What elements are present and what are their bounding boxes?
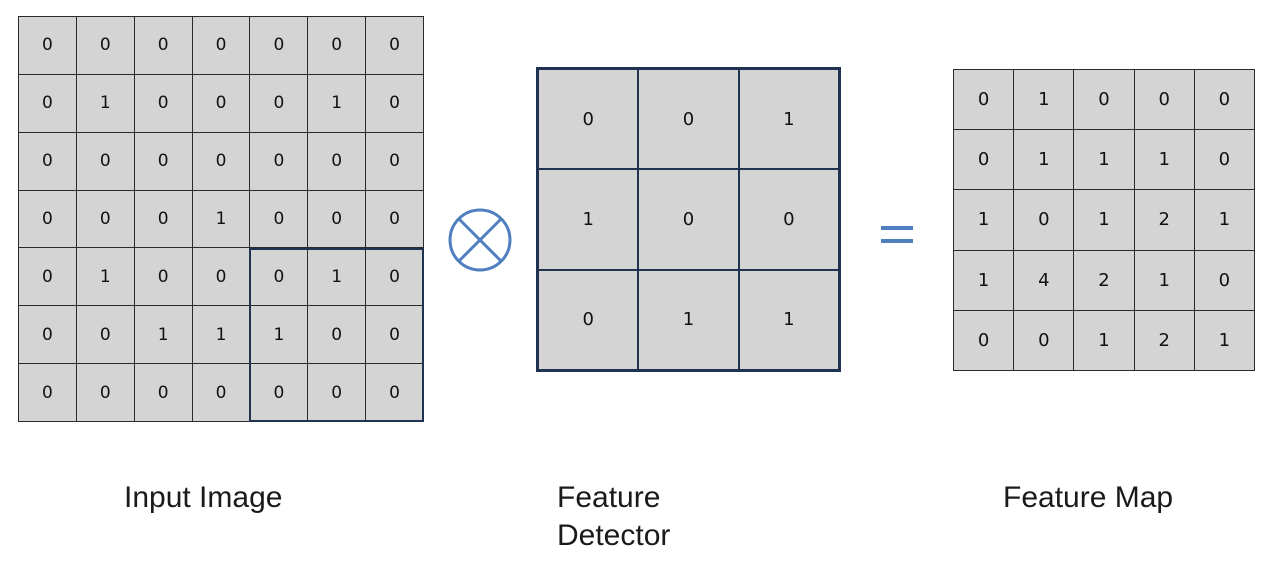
- input-image-cell: 0: [250, 74, 309, 133]
- feature-detector-cell: 0: [539, 270, 640, 371]
- input-image-cell: 0: [308, 364, 367, 422]
- input-image-cell: 0: [250, 190, 309, 249]
- feature-map-cell: 1: [1074, 130, 1135, 191]
- feature-detector-cell: 0: [739, 170, 840, 271]
- input-image-cell: 0: [308, 190, 367, 249]
- feature-map-cell: 0: [954, 310, 1015, 371]
- input-image-cell: 0: [134, 74, 193, 133]
- feature-map-cell: 4: [1014, 250, 1075, 311]
- input-image-cell: 1: [76, 248, 135, 307]
- circled-times-icon: [448, 208, 512, 272]
- input-image-cell: 0: [366, 74, 424, 133]
- feature-map-cell: 0: [1074, 70, 1135, 131]
- input-image-cell: 0: [250, 132, 309, 191]
- input-image-cell: 0: [19, 364, 77, 422]
- input-image-cell: 0: [192, 132, 251, 191]
- feature-map-cell: 2: [1134, 310, 1195, 371]
- input-image-cell: 0: [134, 364, 193, 422]
- input-image-cell: 0: [250, 364, 309, 422]
- feature-detector-cell: 0: [639, 170, 740, 271]
- feature-map-cell: 0: [954, 130, 1015, 191]
- feature-map-cell: 0: [1194, 130, 1255, 191]
- input-image-cell: 1: [134, 306, 193, 365]
- feature-detector-cell: 1: [739, 70, 840, 171]
- input-image-cell: 0: [192, 74, 251, 133]
- input-image-cell: 0: [366, 306, 424, 365]
- input-image-cell: 0: [308, 17, 367, 75]
- feature-map-cell: 1: [1074, 190, 1135, 251]
- equals-icon: [881, 226, 913, 243]
- feature-map-cell: 1: [1074, 310, 1135, 371]
- input-image-cell: 0: [192, 248, 251, 307]
- feature-map-cell: 1: [1194, 190, 1255, 251]
- input-image-cell: 0: [308, 306, 367, 365]
- input-image-cell: 0: [134, 190, 193, 249]
- feature-detector-cell: 1: [739, 270, 840, 371]
- feature-map-cell: 2: [1134, 190, 1195, 251]
- input-image-cell: 0: [250, 17, 309, 75]
- feature-map-cell: 1: [1194, 310, 1255, 371]
- input-image-cell: 0: [76, 190, 135, 249]
- feature-map-cell: 1: [954, 190, 1015, 251]
- feature-map-cell: 0: [1134, 70, 1195, 131]
- feature-detector-caption: Feature Detector: [557, 479, 670, 555]
- feature-detector-cell: 1: [639, 270, 740, 371]
- feature-map-cell: 1: [1134, 130, 1195, 191]
- input-image-cell: 0: [192, 17, 251, 75]
- input-image-cell: 0: [76, 132, 135, 191]
- feature-map-cell: 2: [1074, 250, 1135, 311]
- feature-map-cell: 0: [1194, 70, 1255, 131]
- input-image-cell: 1: [192, 190, 251, 249]
- feature-detector-caption-line2: Detector: [557, 519, 671, 552]
- feature-map-cell: 1: [954, 250, 1015, 311]
- input-image-cell: 0: [134, 132, 193, 191]
- feature-detector-cell: 0: [639, 70, 740, 171]
- input-image-cell: 0: [19, 248, 77, 307]
- input-image-cell: 0: [134, 248, 193, 307]
- feature-map-cell: 0: [1194, 250, 1255, 311]
- input-image-cell: 0: [192, 364, 251, 422]
- input-image-cell: 0: [19, 190, 77, 249]
- input-image-cell: 1: [308, 74, 367, 133]
- input-image-cell: 0: [19, 132, 77, 191]
- feature-map-cell: 0: [954, 70, 1015, 131]
- input-image-cell: 1: [76, 74, 135, 133]
- feature-map-caption: Feature Map: [1003, 481, 1174, 514]
- input-image-caption: Input Image: [124, 481, 283, 514]
- input-image-cell: 0: [308, 132, 367, 191]
- input-image-cell: 0: [19, 306, 77, 365]
- input-image-cell: 0: [366, 248, 424, 307]
- input-image-cell: 0: [134, 17, 193, 75]
- input-image-cell: 0: [76, 364, 135, 422]
- input-image-cell: 0: [366, 364, 424, 422]
- input-image-cell: 1: [192, 306, 251, 365]
- input-image-cell: 0: [19, 17, 77, 75]
- feature-detector-caption-line1: Feature: [557, 481, 661, 514]
- feature-map-cell: 0: [1014, 190, 1075, 251]
- input-image-cell: 1: [250, 306, 309, 365]
- input-image-cell: 0: [19, 74, 77, 133]
- feature-map-cell: 1: [1134, 250, 1195, 311]
- feature-map-cell: 1: [1014, 130, 1075, 191]
- input-image-cell: 0: [76, 306, 135, 365]
- input-image-cell: 1: [308, 248, 367, 307]
- feature-detector-cell: 1: [539, 170, 640, 271]
- input-image-cell: 0: [366, 132, 424, 191]
- input-image-cell: 0: [76, 17, 135, 75]
- feature-detector-cell: 0: [539, 70, 640, 171]
- feature-map-cell: 0: [1014, 310, 1075, 371]
- input-image-cell: 0: [366, 17, 424, 75]
- input-image-cell: 0: [250, 248, 309, 307]
- input-image-cell: 0: [366, 190, 424, 249]
- feature-map-cell: 1: [1014, 70, 1075, 131]
